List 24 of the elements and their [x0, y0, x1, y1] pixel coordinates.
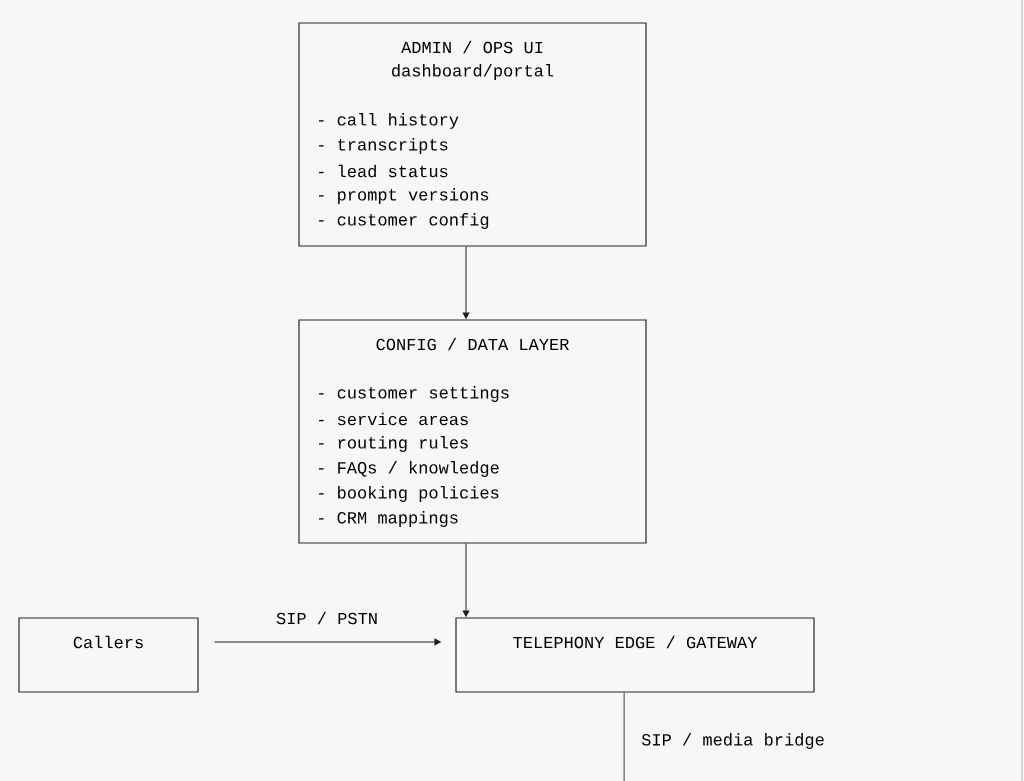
- list-item: - prompt versions: [319, 188, 489, 204]
- list-item: - customer settings: [319, 386, 509, 402]
- box: [455, 617, 815, 693]
- list-item: - customer config: [319, 213, 489, 229]
- list-item: - FAQs / knowledge: [319, 461, 499, 477]
- box-heading: ADMIN / OPS UI: [401, 40, 543, 54]
- box-subheading: dashboard/portal: [392, 64, 554, 80]
- list-item: - booking policies: [319, 486, 499, 502]
- list-item: - call history: [319, 113, 459, 129]
- box-heading: TELEPHONY EDGE / GATEWAY: [513, 635, 758, 649]
- edge-label: SIP / media bridge: [640, 732, 826, 750]
- arrow: [462, 543, 470, 617]
- list-item: - routing rules: [319, 436, 468, 452]
- box: [18, 617, 199, 693]
- arrow: [214, 638, 441, 646]
- box: [298, 22, 647, 247]
- box: [298, 319, 647, 544]
- list-item: - transcripts: [319, 138, 448, 154]
- list-item: - CRM mappings: [319, 511, 458, 527]
- arrow: [462, 246, 470, 319]
- list-item: - service areas: [319, 412, 468, 426]
- box-heading: CONFIG / DATA LAYER: [376, 337, 569, 351]
- list-item: - lead status: [319, 164, 448, 178]
- box-heading: Callers: [73, 635, 143, 649]
